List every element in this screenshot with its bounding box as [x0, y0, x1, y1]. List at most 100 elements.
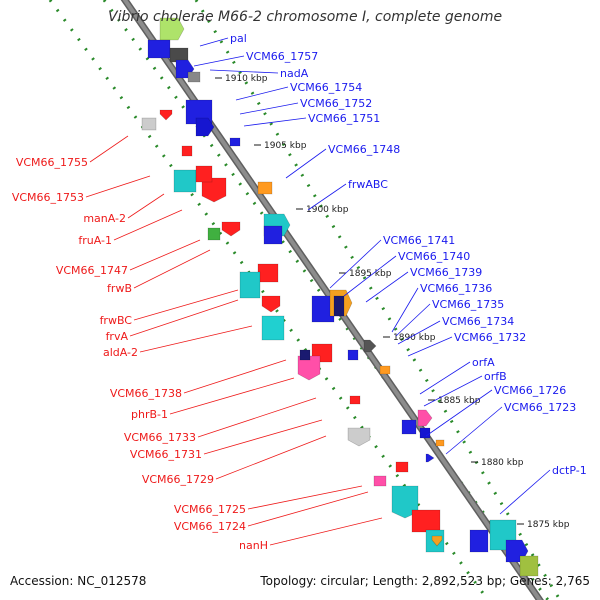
reverse-gene-label: manA-2 — [83, 212, 126, 225]
gene-leader-lines — [85, 37, 551, 546]
reverse-leader-line — [215, 435, 327, 480]
forward-gene-label: orfB — [484, 370, 507, 383]
reverse-gene-block — [207, 227, 221, 241]
forward-gene-label: VCM66_1740 — [398, 250, 470, 263]
reverse-gene-block — [347, 427, 371, 447]
reverse-gene-block — [373, 475, 387, 487]
forward-leader-line — [419, 361, 471, 395]
scale-tick-label: 1905 kbp — [264, 141, 307, 151]
forward-gene-block — [257, 181, 273, 195]
reverse-leader-line — [247, 485, 363, 510]
reverse-leader-line — [139, 325, 253, 353]
reverse-gene-block — [395, 461, 409, 473]
forward-leader-line — [307, 183, 347, 211]
reverse-gene-block — [221, 221, 241, 237]
reverse-gene-label: VCM66_1733 — [124, 431, 196, 444]
reverse-gene-block — [181, 145, 193, 157]
forward-leader-line — [395, 303, 431, 337]
scale-tick-label: 1910 kbp — [225, 74, 268, 84]
forward-leader-line — [407, 336, 453, 357]
reverse-gene-block — [195, 165, 213, 183]
forward-gene-block — [229, 137, 241, 147]
reverse-gene-block — [411, 509, 441, 533]
forward-leader-line — [397, 320, 441, 345]
forward-leader-line — [425, 389, 493, 437]
reverse-gene-label: aldA-2 — [103, 346, 138, 359]
reverse-leader-line — [89, 135, 129, 163]
scale-tick-label: 1895 kbp — [349, 269, 392, 279]
reverse-gene-block — [431, 535, 443, 547]
reverse-gene-block — [141, 117, 157, 131]
reverse-leader-line — [247, 491, 369, 527]
reverse-gene-block — [391, 485, 419, 519]
reverse-gene-label: VCM66_1753 — [12, 191, 84, 204]
forward-gene-label: dctP-1 — [552, 464, 587, 477]
reverse-gene-label: VCM66_1725 — [174, 503, 246, 516]
reverse-gene-block — [261, 315, 285, 341]
topology-text: Topology: circular; Length: 2,892,523 bp… — [260, 574, 590, 588]
reverse-gene-label: VCM66_1747 — [56, 264, 128, 277]
tick-dot-track-2 — [194, 0, 562, 600]
forward-leader-line — [239, 102, 299, 115]
scale-tick-label: 1885 kbp — [438, 396, 481, 406]
scale-ticks: 1910 kbp 1905 kbp 1900 kbp 1895 kbp 1890 kbp… — [215, 74, 570, 530]
reverse-gene-label: VCM66_1738 — [110, 387, 182, 400]
forward-gene-label: pal — [230, 32, 247, 45]
forward-strand-genes — [147, 17, 539, 577]
forward-gene-label: frwABC — [348, 178, 388, 191]
reverse-gene-block — [159, 109, 173, 121]
forward-gene-label: orfA — [472, 356, 495, 369]
forward-gene-label: VCM66_1726 — [494, 384, 566, 397]
forward-leader-line — [235, 86, 289, 101]
forward-gene-block — [379, 365, 391, 375]
reverse-leader-line — [183, 359, 287, 394]
reverse-leader-line — [133, 249, 211, 289]
forward-leader-line — [365, 271, 409, 303]
forward-gene-label: VCM66_1754 — [290, 81, 362, 94]
forward-gene-block — [263, 225, 283, 245]
reverse-gene-block — [201, 177, 227, 203]
reverse-leader-line — [113, 209, 183, 241]
reverse-leader-line — [203, 419, 323, 455]
map-title: Vibrio cholerae M66-2 chromosome I, comp… — [108, 9, 503, 25]
reverse-leader-line — [133, 289, 239, 321]
reverse-gene-block — [297, 355, 321, 381]
forward-gene-label: VCM66_1736 — [420, 282, 492, 295]
forward-gene-block — [425, 453, 435, 463]
forward-gene-block — [195, 117, 215, 137]
scale-tick-label: 1900 kbp — [306, 205, 349, 215]
forward-gene-block — [347, 349, 359, 361]
forward-gene-block — [519, 555, 539, 577]
scale-tick-label: 1890 kbp — [393, 333, 436, 343]
forward-leader-line — [499, 469, 551, 515]
reverse-gene-label: VCM66_1731 — [130, 448, 202, 461]
reverse-gene-label: VCM66_1729 — [142, 473, 214, 486]
forward-gene-block — [333, 295, 345, 317]
reverse-gene-label: phrB-1 — [131, 408, 168, 421]
reverse-gene-label: nanH — [239, 539, 268, 552]
reverse-leader-line — [85, 175, 151, 198]
reverse-gene-block — [261, 295, 281, 313]
forward-leader-line — [199, 37, 229, 47]
forward-gene-label: VCM66_1732 — [454, 331, 526, 344]
forward-leader-line — [209, 69, 279, 74]
forward-leader-line — [391, 287, 419, 333]
reverse-leader-line — [197, 397, 317, 438]
scale-tick-label: 1875 kbp — [527, 520, 570, 530]
reverse-gene-block — [349, 395, 361, 405]
forward-gene-label: VCM66_1752 — [300, 97, 372, 110]
forward-leader-line — [285, 148, 327, 179]
reverse-leader-line — [269, 517, 383, 546]
reverse-gene-label: fruA-1 — [78, 234, 112, 247]
forward-leader-line — [445, 406, 503, 455]
forward-gene-label: VCM66_1757 — [246, 50, 318, 63]
reverse-gene-label: frvA — [106, 330, 129, 343]
forward-gene-label: VCM66_1735 — [432, 298, 504, 311]
reverse-gene-label: VCM66_1724 — [174, 520, 246, 533]
forward-gene-label: VCM66_1723 — [504, 401, 576, 414]
forward-gene-block — [435, 439, 445, 447]
forward-gene-label: nadA — [280, 67, 309, 80]
forward-gene-label: VCM66_1748 — [328, 143, 400, 156]
forward-gene-block — [401, 419, 417, 435]
